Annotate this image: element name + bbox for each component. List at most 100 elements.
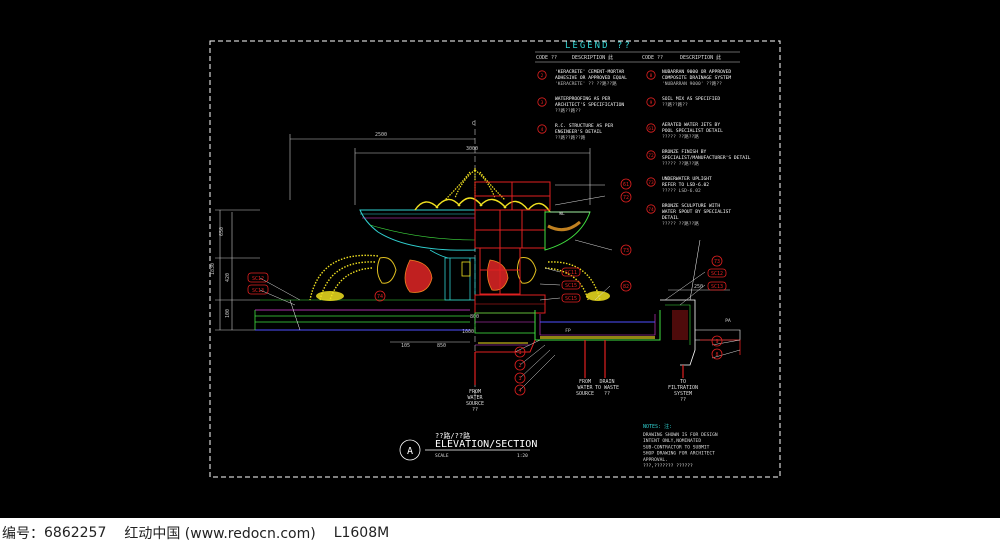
legend-left-item-description-line: ARCHITECT'S SPECIFICATION [555, 102, 624, 108]
tag-pa: PA [725, 318, 731, 324]
tag-sc15: SC15 [561, 280, 581, 290]
legend-left-item-description-line: WATERPROOFING AS PER [555, 96, 611, 102]
svg-text:DRAIN: DRAIN [599, 379, 614, 385]
svg-text:73: 73 [623, 248, 629, 254]
svg-text:TO: TO [680, 379, 686, 385]
notes-header: NOTES: 注: [643, 423, 672, 430]
legend-right-item-description-line: POOL SPECIALIST DETAIL [662, 128, 723, 134]
notes-line: INTENT ONLY,NOMINATED [643, 438, 701, 444]
dimension-lines [215, 120, 730, 400]
legend-left-item-description-line: ADHESIVE OR APPROVED EQUAL [555, 75, 627, 81]
notes-line: DRAWING SHOWN IS FOR DESIGN [643, 432, 718, 438]
svg-text:SC13: SC13 [711, 284, 723, 290]
section-structure-right [474, 181, 551, 295]
legend-right-item-code-circle [646, 123, 656, 133]
tag-72: 72 [620, 191, 632, 203]
svg-text:WATER: WATER [577, 385, 593, 391]
legend-col-desc-left: DESCRIPTION 此 [572, 54, 613, 61]
svg-text:TO WASTE: TO WASTE [595, 385, 619, 391]
dim-420: 420 [225, 273, 231, 282]
legend-right-item-description-line: AERATED WATER JETS BY [662, 122, 720, 128]
legend-right-item-code: 9 [650, 100, 653, 106]
title-scale-value: 1:20 [517, 453, 528, 459]
tag-82: 82 [620, 280, 632, 292]
svg-text:61: 61 [623, 182, 629, 188]
svg-text:3: 3 [518, 376, 521, 382]
svg-text:SC15: SC15 [565, 296, 577, 302]
tag-markers: SC12 SC13 74 61 72 73 SC11 SC15 [247, 178, 731, 396]
tag-3: 3 [514, 372, 526, 384]
legend-left-item-description-line: ??路??路?? [555, 107, 581, 114]
tag-4: 4 [514, 384, 526, 396]
legend-right-item-code-circle [646, 70, 656, 80]
legend-right-item-description-line: ????? ??路??路 [662, 160, 699, 167]
tag-sc11: SC11 [561, 267, 581, 277]
tag-wl: WL [559, 211, 565, 217]
tag-1: 1 [514, 346, 526, 358]
dim-105: 105 [401, 343, 410, 349]
svg-text:74: 74 [377, 294, 383, 300]
tag-8: 8 [711, 348, 723, 360]
spray-splash [316, 291, 610, 301]
svg-text:2: 2 [518, 363, 521, 369]
legend-left-item-description-line: 'KERACRETE' CEMENT-MORTAR [555, 69, 624, 75]
legend-right-item-description-line: SOIL MIX AS SPECIFIED [662, 96, 720, 102]
legend-left-item-code: 3 [541, 100, 544, 106]
legend-right-item-code-circle [646, 177, 656, 187]
tag-sc13: SC13 [247, 284, 269, 295]
title-subtitle: ??路/??路 [435, 431, 470, 440]
dim-2500: 2500 [375, 132, 387, 138]
legend-right-item-description-line: ??路??路?? [662, 101, 688, 108]
drawing-border [209, 40, 781, 478]
legend-left-item-description-line: R.C. STRUCTURE AS PER [555, 123, 613, 129]
legend-col-code-left: CODE ?? [536, 55, 557, 61]
footer-id-label: 编号： [2, 526, 44, 542]
tag-74-left: 74 [374, 290, 386, 302]
legend-right-item-description-line: ????? ??路??路 [662, 220, 699, 227]
section-marker-circle [399, 439, 421, 461]
lower-water-spray-left [309, 254, 601, 301]
legend-right-item-description-line: 'NUBARRAN 9000' ??路?? [662, 80, 722, 87]
svg-text:73: 73 [714, 259, 720, 265]
legend-title: LEGEND ?? [565, 41, 632, 51]
svg-text:4: 4 [518, 388, 521, 394]
notes-line: SUB-CONTRACTOR TO SUBMIT [643, 444, 710, 450]
legend-right-item-code-circle [646, 204, 656, 214]
legend-right-item-description-line: BRONZE FINISH BY [662, 149, 706, 155]
tag-9: 9 [711, 335, 723, 347]
dim-250: 250 [694, 284, 703, 290]
legend-right-item-description-line: ????? LSD-6.02 [662, 188, 701, 194]
svg-text:SOURCE: SOURCE [576, 391, 594, 397]
fountain-elevation-section-drawing: LEGEND ?? CODE ?? DESCRIPTION 此 CODE ?? … [209, 40, 781, 478]
legend-left-item-code: 2 [541, 73, 544, 79]
svg-text:SC13: SC13 [252, 288, 264, 294]
legend-left-item-description-line: 'KERACRETE' ?? ??路??路 [555, 80, 617, 87]
title-block: A ??路/??路 ELEVATION/SECTION SCALE 1:20 [399, 431, 537, 461]
callout-drain: DRAIN TO WASTE ?? [595, 379, 619, 397]
title-scale-label: SCALE [435, 453, 449, 459]
water-pipes [474, 239, 701, 385]
tag-61: 61 [620, 178, 632, 190]
legend-left-item-code-circle [537, 70, 547, 80]
pool-section-right [474, 294, 741, 366]
notes-block: NOTES: 注: DRAWING SHOWN IS FOR DESIGNINT… [643, 423, 718, 469]
legend-right-item-description-line: REFER TO LSD-6.02 [662, 182, 709, 188]
dim-800: 800 [470, 314, 479, 320]
svg-text:SC12: SC12 [711, 271, 723, 277]
svg-text:SYSTEM: SYSTEM [674, 391, 692, 397]
tag-73: 73 [620, 244, 632, 256]
legend-block: LEGEND ?? CODE ?? DESCRIPTION 此 CODE ?? … [535, 41, 751, 227]
legend-right-item-description-line: ????? ??路??路 [662, 133, 699, 140]
notes-line: SHOP DRAWING FOR ARCHITECT [643, 451, 715, 457]
top-shell-crown [414, 197, 551, 213]
legend-col-desc-right: DESCRIPTION 此 [680, 54, 721, 61]
legend-right-item-code-circle [646, 97, 656, 107]
pedestal-column [444, 257, 476, 301]
svg-text:82: 82 [623, 284, 629, 290]
svg-text:1: 1 [518, 350, 521, 356]
tag-sc12: SC12 [247, 272, 269, 283]
legend-left-item-description-line: ??路??路??路 [555, 134, 586, 141]
legend-right-item-description-line: NUBARRAN 9000 OR APPROVED [662, 69, 731, 75]
